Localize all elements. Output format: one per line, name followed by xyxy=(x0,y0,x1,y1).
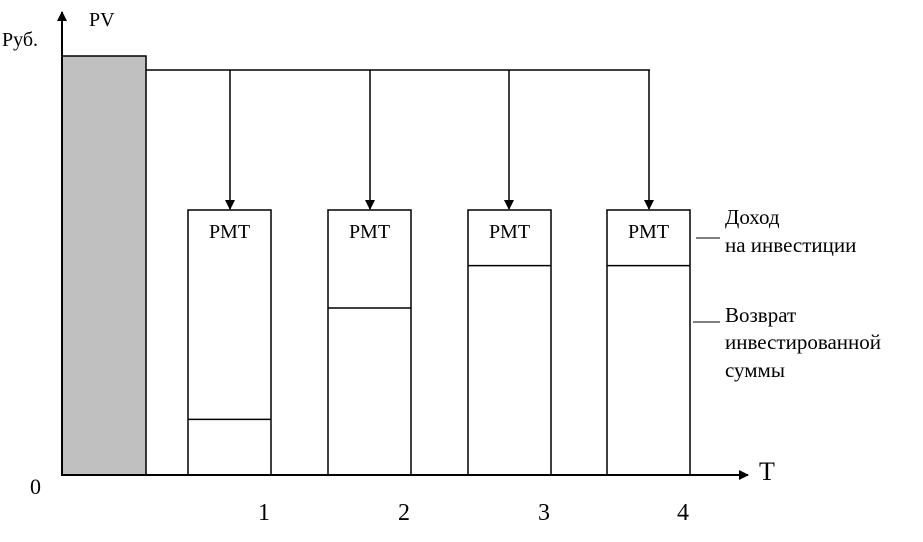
pmt-bar-3: PMT 3 xyxy=(467,70,552,526)
pmt-box-1 xyxy=(187,209,272,476)
y-axis-label: PV xyxy=(89,9,115,31)
pmt-box-4 xyxy=(606,209,691,476)
x-axis-label: T xyxy=(759,457,775,486)
period-tick-1: 1 xyxy=(258,500,270,526)
legend-return-line-3: суммы xyxy=(725,358,785,382)
period-tick-2: 2 xyxy=(398,500,410,526)
legend-return-line-1: Возврат xyxy=(725,303,796,327)
period-tick-4: 4 xyxy=(677,500,689,526)
legend-income-line-2: на инвестиции xyxy=(725,233,856,257)
origin-label: 0 xyxy=(30,474,41,499)
pmt-bar-2: PMT 2 xyxy=(327,70,412,526)
pmt-box-3 xyxy=(467,209,552,476)
pmt-label-2: PMT xyxy=(349,221,390,243)
pv-block xyxy=(61,55,147,476)
legend-income-line-1: Доход xyxy=(725,205,780,229)
pmt-bar-4: PMT 4 xyxy=(606,70,691,526)
pmt-label-1: PMT xyxy=(209,221,250,243)
pmt-bar-1: PMT 1 xyxy=(187,70,272,526)
pmt-box-2 xyxy=(327,209,412,476)
legend-return-line-2: инвестированной xyxy=(725,330,881,354)
y-unit-label: Руб. xyxy=(2,29,38,51)
pmt-label-3: PMT xyxy=(489,221,530,243)
period-tick-3: 3 xyxy=(538,500,550,526)
pmt-label-4: PMT xyxy=(628,221,669,243)
